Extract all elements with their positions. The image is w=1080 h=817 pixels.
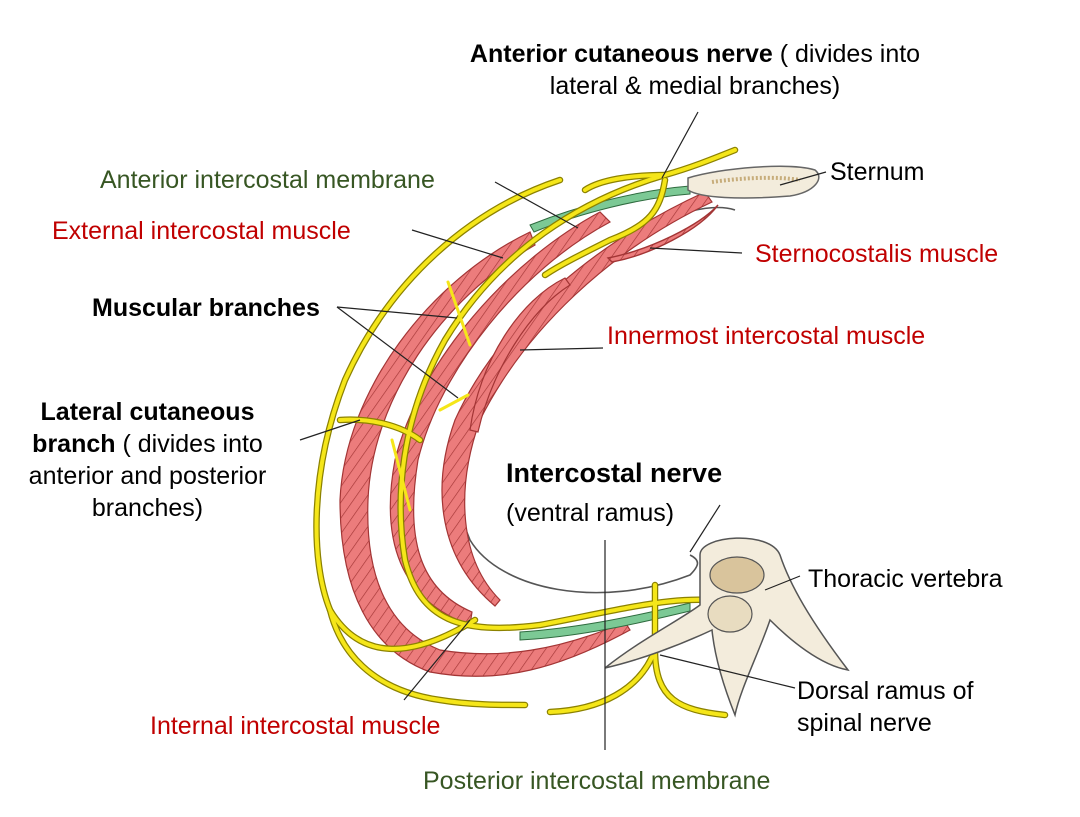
anterior-cutaneous-nerve-label: Anterior cutaneous nerve ( divides into … <box>430 38 960 102</box>
posterior-intercostal-membrane-label: Posterior intercostal membrane <box>423 767 771 795</box>
lateral-cutaneous-branch-label: Lateral cutaneous branch ( divides into … <box>0 396 295 524</box>
anterior-intercostal-membrane-label: Anterior intercostal membrane <box>100 166 435 194</box>
lateral-cutaneous-note-line4: branches) <box>91 494 204 522</box>
sternum-label: Sternum <box>830 158 925 186</box>
sternum <box>687 165 820 199</box>
lateral-cutaneous-note: ( divides into <box>115 430 263 458</box>
external-intercostal-muscle <box>339 231 631 677</box>
dorsal-ramus-line2: spinal nerve <box>797 709 932 737</box>
muscular-branches-label: Muscular branches <box>92 294 320 322</box>
ventral-ramus-label: (ventral ramus) <box>506 499 675 527</box>
sternocostalis-muscle <box>606 204 719 263</box>
anterior-cutaneous-nerve-title: Anterior cutaneous nerve <box>469 40 773 68</box>
dorsal-ramus-label: Dorsal ramus of spinal nerve <box>797 675 973 739</box>
nerve-network <box>313 146 744 719</box>
lateral-cutaneous-title-line1: Lateral cutaneous <box>40 398 255 426</box>
lateral-cutaneous-title-line2: branch <box>32 430 116 458</box>
intercostal-nerve-label: Intercostal nerve <box>506 458 723 488</box>
internal-intercostal-muscle-label: Internal intercostal muscle <box>150 712 441 740</box>
anterior-cutaneous-nerve-note-line2: lateral & medial branches) <box>549 72 841 100</box>
thoracic-vertebra <box>604 537 850 718</box>
thoracic-vertebra-label: Thoracic vertebra <box>808 565 1003 593</box>
innermost-inner-band <box>469 277 571 433</box>
anterior-cutaneous-nerve-note: ( divides into <box>772 40 921 68</box>
dorsal-ramus-line1: Dorsal ramus of <box>797 677 974 705</box>
external-intercostal-muscle-label: External intercostal muscle <box>52 217 351 245</box>
innermost-intercostal-muscle-label: Innermost intercostal muscle <box>607 322 926 350</box>
sternocostalis-muscle-label: Sternocostalis muscle <box>755 240 999 268</box>
lateral-cutaneous-note-line3: anterior and posterior <box>28 462 267 490</box>
leader-lines <box>299 111 827 750</box>
